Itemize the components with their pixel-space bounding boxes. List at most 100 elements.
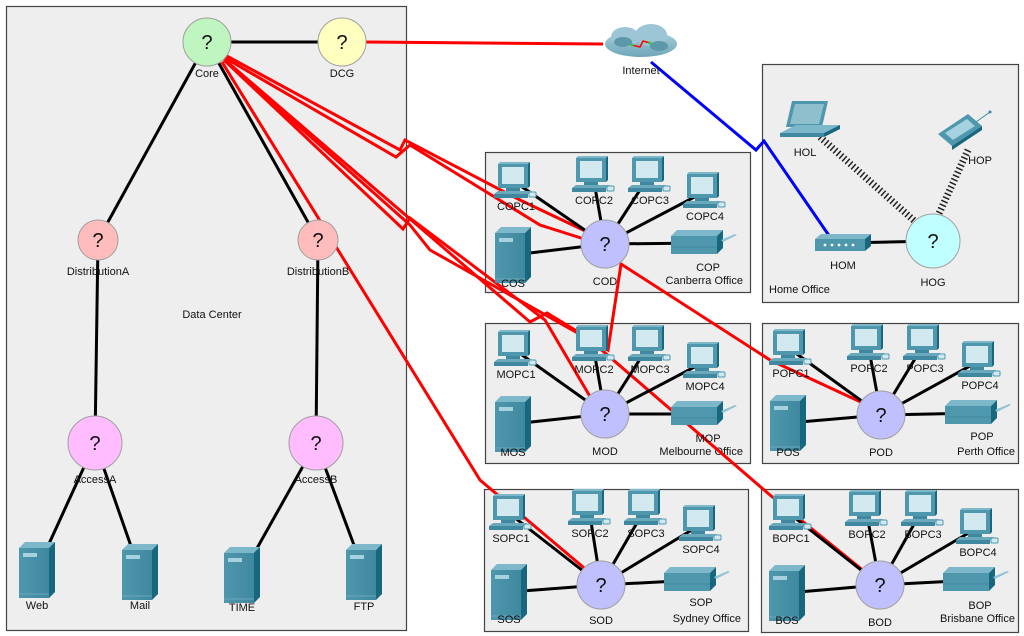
zone-label: Data Center [182, 309, 242, 321]
server-icon [769, 565, 805, 621]
node-bopc4[interactable]: BOPC4 [955, 508, 999, 559]
link-dcg-internet[interactable] [361, 40, 604, 46]
node-mopc1[interactable]: MOPC1 [493, 330, 537, 381]
node-accA[interactable]: ?AccessA [67, 415, 123, 486]
server-icon [491, 564, 527, 620]
pc-icon [957, 341, 1001, 378]
node-time[interactable]: TIME [224, 547, 260, 614]
node-popc3[interactable]: POPC3 [902, 324, 946, 375]
node-label: SOPC3 [627, 528, 664, 540]
node-mopc3[interactable]: MOPC3 [627, 325, 671, 376]
node-label: BOPC3 [904, 529, 941, 541]
unknown-device-icon [288, 415, 344, 471]
node-sopc4[interactable]: SOPC4 [678, 505, 722, 556]
coax-cable[interactable] [650, 60, 832, 238]
serial-cable[interactable] [361, 40, 604, 46]
unknown-symbol: ? [312, 230, 323, 252]
node-hom[interactable]: HOM [815, 234, 871, 272]
node-label: BOPC1 [772, 533, 809, 545]
node-mop[interactable]: MOP [671, 401, 737, 445]
node-accB[interactable]: ?AccessB [288, 415, 344, 486]
node-bopc3[interactable]: BOPC3 [900, 490, 944, 541]
serial-cable[interactable] [220, 61, 597, 580]
node-bos[interactable]: BOS [769, 565, 805, 627]
link-core-distB[interactable] [205, 41, 320, 241]
ethernet-cable[interactable] [314, 239, 320, 444]
pc-icon [571, 325, 615, 362]
node-pod[interactable]: ?POD [856, 390, 906, 459]
link-distA-accA[interactable] [93, 239, 100, 444]
node-sod[interactable]: ?SOD [576, 560, 626, 627]
node-internet[interactable]: Internet [605, 24, 677, 77]
node-ftp[interactable]: FTP [346, 544, 382, 613]
serial-cable[interactable] [224, 58, 879, 412]
unknown-symbol: ? [874, 575, 885, 597]
link-internet-hom[interactable] [650, 60, 832, 238]
node-sopc3[interactable]: SOPC3 [623, 489, 667, 540]
unknown-symbol: ? [89, 433, 100, 455]
node-mos[interactable]: MOS [495, 396, 531, 459]
node-copc3[interactable]: COPC3 [627, 156, 671, 207]
node-dcg[interactable]: ?DCG [317, 17, 367, 80]
link-core-sod[interactable] [220, 61, 597, 580]
node-bopc2[interactable]: BOPC2 [844, 490, 888, 541]
node-bopc1[interactable]: BOPC1 [768, 494, 812, 545]
node-core[interactable]: ?Core [182, 17, 232, 80]
node-bod[interactable]: ? BOD [855, 560, 905, 629]
wireless-link [933, 148, 972, 220]
node-cos[interactable]: COS [495, 227, 531, 290]
node-sopc2[interactable]: SOPC2 [567, 489, 611, 540]
node-copc4[interactable]: COPC4 [682, 172, 726, 223]
node-distB[interactable]: ?DistributionB [287, 219, 349, 278]
unknown-symbol: ? [599, 404, 610, 426]
node-cop[interactable]: COP [671, 230, 737, 274]
node-label: SOS [497, 614, 520, 626]
link-core-cod[interactable] [224, 56, 601, 246]
cloud-icon [605, 24, 677, 57]
node-mod[interactable]: ?MOD [580, 389, 630, 458]
node-copc2[interactable]: COPC2 [571, 156, 615, 207]
link-core-cod[interactable] [224, 53, 601, 240]
zone-home[interactable]: Home Office [761, 63, 1020, 304]
ethernet-cable[interactable] [93, 239, 100, 444]
node-hop[interactable]: HOP [938, 110, 992, 168]
node-sop[interactable]: SOP [664, 567, 730, 609]
node-pos[interactable]: POS [770, 395, 806, 459]
node-hol[interactable]: HOL [780, 101, 840, 159]
serial-cable[interactable] [224, 53, 601, 240]
ethernet-cable[interactable] [205, 41, 320, 241]
pc-icon [627, 325, 671, 362]
node-popc1[interactable]: POPC1 [768, 329, 812, 380]
node-label: BOP [968, 600, 991, 612]
node-copc1[interactable]: COPC1 [493, 162, 537, 213]
pc-icon [488, 494, 532, 531]
pc-icon [900, 490, 944, 527]
node-mopc4[interactable]: MOPC4 [682, 342, 726, 393]
node-sos[interactable]: SOS [491, 564, 527, 626]
node-sopc1[interactable]: SOPC1 [488, 494, 532, 545]
serial-cable[interactable] [224, 56, 601, 246]
node-hog[interactable]: ?HOG [905, 213, 961, 289]
node-popc2[interactable]: POPC2 [846, 324, 890, 375]
node-pop[interactable]: POP [945, 400, 1011, 443]
node-mail[interactable]: Mail [122, 544, 158, 612]
node-popc4[interactable]: POPC4 [957, 341, 1001, 392]
node-label: BOD [868, 617, 892, 629]
zone-datacenter[interactable]: Data Center [5, 5, 408, 632]
node-cod[interactable]: ?COD [580, 219, 630, 288]
node-mopc2[interactable]: MOPC2 [571, 325, 615, 376]
link-distB-accB[interactable] [314, 239, 320, 444]
link-hog-hop[interactable] [933, 148, 972, 220]
zone-panel [5, 5, 408, 632]
node-distA[interactable]: ?DistributionA [67, 219, 130, 278]
node-label: FTP [354, 601, 375, 613]
link-core-pod[interactable] [224, 58, 879, 412]
ethernet-cable[interactable] [96, 41, 209, 241]
node-label: COD [593, 276, 618, 288]
node-web[interactable]: Web [19, 542, 55, 612]
node-label: HOP [968, 155, 992, 167]
link-core-distA[interactable] [96, 41, 209, 241]
node-bop[interactable]: BOP [943, 567, 1009, 612]
node-label: Internet [622, 65, 659, 77]
